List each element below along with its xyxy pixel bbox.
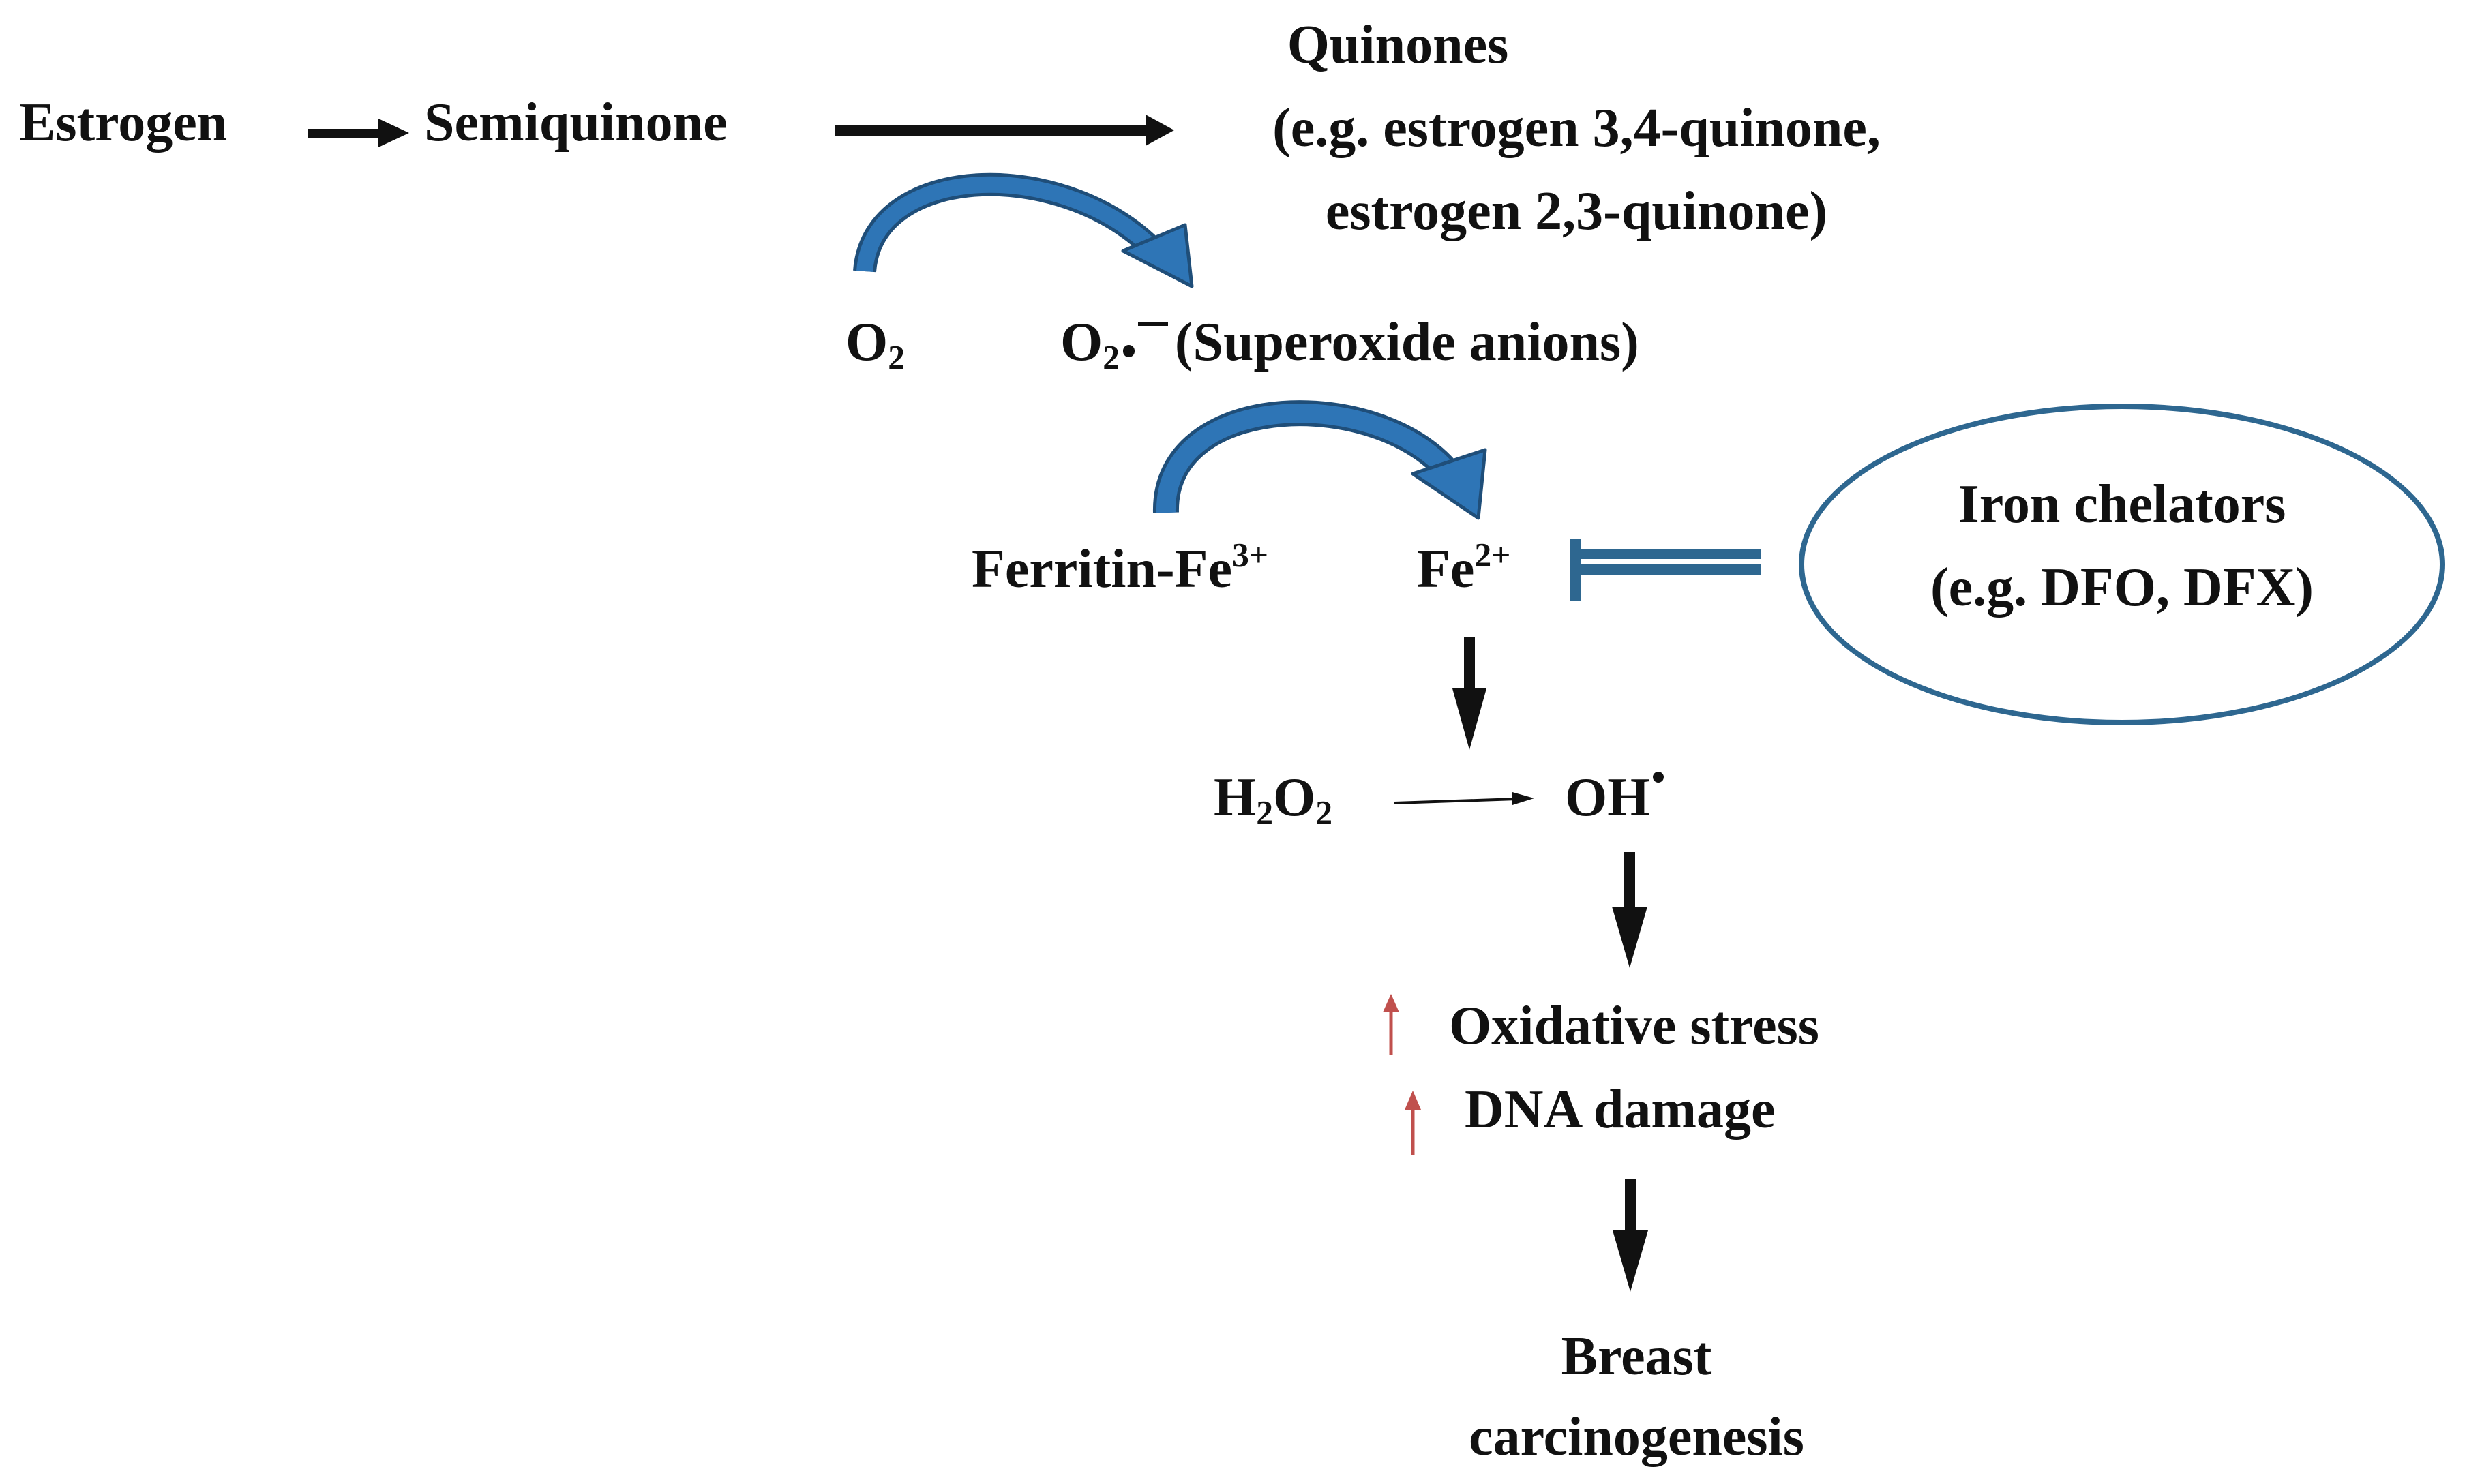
breast-label: Breast xyxy=(1561,1327,1712,1387)
ferrous-iron-label: Fe2+ xyxy=(1417,536,1511,599)
carcinogenesis-label: carcinogenesis xyxy=(1469,1407,1804,1467)
semiquinone-to-quinones-arrow xyxy=(835,115,1174,146)
fe-down-arrow xyxy=(1452,637,1486,750)
oxidative-stress-label: Oxidative stress xyxy=(1449,996,1819,1056)
hydrogen-peroxide-label: H2O2 xyxy=(1214,768,1333,832)
iron-chelators-ellipse xyxy=(1799,404,2445,725)
estrogen-label: Estrogen xyxy=(19,93,228,153)
dna-damage-label: DNA damage xyxy=(1465,1080,1776,1140)
oxygen-label: O2 xyxy=(846,312,906,376)
quinones-example-line-2: estrogen 2,3-quinone) xyxy=(1325,181,1828,241)
estrogen-to-semiquinone-arrow xyxy=(308,119,409,147)
quinones-title: Quinones xyxy=(1287,15,1509,75)
radical-dot-icon xyxy=(1653,772,1664,783)
semiquinone-label: Semiquinone xyxy=(424,93,728,153)
radical-dot-icon xyxy=(1122,345,1135,357)
oxidative-stress-increase-icon xyxy=(1383,994,1399,1055)
iron-chelators-title: Iron chelators xyxy=(1958,474,2286,534)
quinones-example-line-1: (e.g. estrogen 3,4-quinone, xyxy=(1272,98,1881,158)
oxygen-reduction-curved-arrow xyxy=(853,172,1194,288)
ferritin-iron-label: Ferritin-Fe3+ xyxy=(972,536,1269,599)
damage-down-arrow xyxy=(1613,1179,1648,1292)
hydroxyl-radical-label: OH xyxy=(1565,770,1667,825)
peroxide-to-hydroxyl-arrow xyxy=(1394,792,1534,805)
negative-charge-icon xyxy=(1138,322,1169,327)
dna-damage-increase-icon xyxy=(1405,1091,1421,1155)
chelator-inhibition-bar xyxy=(1570,539,1761,601)
superoxide-label: O2(Superoxide anions) xyxy=(1060,312,1639,376)
iron-release-curved-arrow xyxy=(1152,400,1487,520)
hydroxyl-down-arrow xyxy=(1612,852,1647,968)
iron-chelators-examples: (e.g. DFO, DFX) xyxy=(1930,558,2314,618)
